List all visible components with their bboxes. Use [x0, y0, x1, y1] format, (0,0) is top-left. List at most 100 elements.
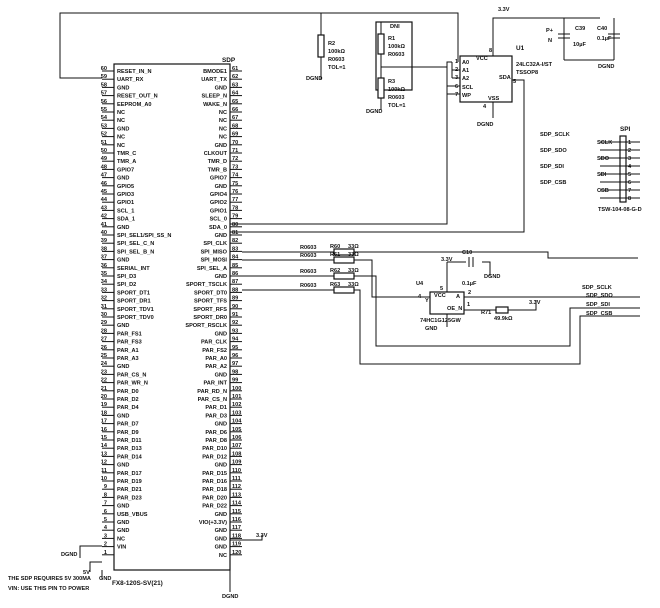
spi-series-resistor-value: 33Ω	[348, 244, 359, 250]
buffer-part: 74HC1G125GW	[420, 318, 461, 324]
eeprom-gnd-label: DGND	[477, 122, 493, 128]
sdp-right-pin-name: CLKOUT	[204, 151, 228, 157]
sdp-right-pin-name: SPI_MOSI	[201, 258, 228, 264]
r3-tolerance: TOL=1	[388, 103, 405, 109]
sdp-right-pin-name: NC	[219, 135, 227, 141]
vio-3v3-label: 3.3V	[256, 533, 268, 539]
header-pin-number: 6	[628, 180, 631, 186]
r1-body	[377, 33, 385, 55]
sdp-left-pin-number: 8	[104, 492, 107, 498]
sdp-left-pin-name: GND	[117, 504, 129, 510]
header-pins: 12345678SDP_SCLKSCLKSDP_SDOSDOSDP_SDISDI…	[540, 132, 640, 202]
sdp-right-pin-name: GPIO2	[210, 200, 227, 206]
cap-wires	[563, 18, 615, 61]
net-csb-wire	[354, 289, 640, 365]
sdp-left-pin-name: NC	[117, 110, 125, 116]
sdp-left-pin-number: 43	[101, 205, 107, 211]
sdp-right-pin-name: GND	[215, 463, 227, 469]
net-sclk-wire	[354, 251, 638, 259]
sdp-left-pin-number: 13	[101, 451, 107, 457]
sdp-right-pin-name: BMODE1	[203, 69, 227, 75]
sdp-left-pin-name: PAR_D9	[117, 430, 139, 436]
sdp-right-pin-number: 94	[232, 337, 239, 343]
header-body	[619, 135, 627, 203]
sdp-right-pin-number: 111	[232, 476, 241, 482]
r3-gnd-label: DGND	[366, 109, 382, 115]
sdp-right-pin-number: 69	[232, 132, 238, 138]
sdp-left-pin-number: 52	[101, 132, 107, 138]
sdp-left-pin-name: SPORT_DT1	[117, 290, 150, 296]
sdp-right-pin-name: NC	[219, 126, 227, 132]
sdp-left-pin-number: 11	[101, 468, 107, 474]
sdp-left-pin-number: 25	[101, 353, 107, 359]
sdp-left-pin-number: 29	[101, 320, 107, 326]
sdp-left-pin-number: 59	[101, 74, 107, 80]
sdp-left-pin-name: GND	[117, 258, 129, 264]
sdp-left-pin-number: 55	[101, 107, 107, 113]
sdp-part-number: FX8-120S-SV(21)	[112, 580, 163, 587]
sdp-left-pin-number: 39	[101, 238, 107, 244]
sdp-right-pin-name: SPORT_RSCLK	[185, 323, 227, 329]
spi-series-resistor-package: R0603	[300, 253, 316, 259]
r71-body	[495, 306, 509, 314]
r1-ref: R1	[388, 36, 395, 42]
buffer-pin-2: 2	[468, 290, 471, 296]
sdp-left-pin-number: 54	[101, 115, 108, 121]
eeprom-pin-vss: VSS	[488, 96, 499, 102]
5v-label: 5V	[83, 570, 90, 576]
sdp-left-pin-number: 49	[101, 156, 107, 162]
sdp-left-pin-name: PAR_D17	[117, 471, 142, 477]
sdp-right-pin-number: 113	[232, 492, 241, 498]
sdp-right-pin-number: 64	[232, 91, 239, 97]
c10-gnd-label: DGND	[484, 274, 500, 280]
eeprom-pin-wp: WP	[462, 93, 471, 99]
sdp-right-pin-name: GND	[215, 528, 227, 534]
sdp-left-pin-name: GPIO7	[117, 167, 134, 173]
sdp-right-pin-name: PAR_D6	[205, 430, 227, 436]
sdp-right-pin-name: PAR_D12	[202, 454, 227, 460]
sdp-right-pin-name: PAR_CLK	[201, 340, 227, 346]
sdp-left-pin-number: 35	[101, 271, 107, 277]
sdp-right-pin-number: 112	[232, 484, 241, 490]
header-pin-label: SCLK	[597, 140, 612, 146]
net-sdo-label: SDP_SDO	[586, 293, 613, 299]
spi-series-resistor-package: R0603	[300, 269, 316, 275]
sdp-right-pin-name: GND	[215, 233, 227, 239]
sdp-left-pin-number: 4	[104, 525, 108, 531]
sdp-right-pin-name: UART_TX	[201, 77, 227, 83]
buffer-pin-a: A	[456, 294, 460, 300]
sdp-right-pin-number: 96	[232, 353, 238, 359]
net-sdo-wire	[354, 259, 640, 298]
sdp-left-pin-number: 7	[104, 501, 107, 507]
left-gnd-label: DGND	[61, 552, 77, 558]
header-signal-label: SDP_SCLK	[540, 132, 570, 138]
c39-ref: C39	[575, 26, 585, 32]
header-pin-number: 1	[628, 140, 631, 146]
sdp-left-pin-number: 56	[101, 99, 107, 105]
sdp-right-pin-name: GND	[215, 143, 227, 149]
sdp-right-pin-number: 110	[232, 468, 241, 474]
net-sdi-label: SDP_SDI	[586, 302, 610, 308]
sdp-left-pin-name: GND	[117, 126, 129, 132]
eeprom-pin-sda: SDA	[499, 75, 511, 81]
sdp-right-pin-name: SPORT_RFS	[193, 307, 227, 313]
c39-plus: P+	[546, 28, 554, 34]
sdp-left-pin-number: 31	[101, 304, 107, 310]
sdp-left-pin-number: 21	[101, 386, 107, 392]
buffer-gnd-label: GND	[425, 326, 437, 332]
sdp-left-pin-name: TMR_A	[117, 159, 136, 165]
sdp-left-pin-name: SCL_1	[117, 208, 134, 214]
sdp-left-pin-name: SPI_SEL_C_N	[117, 241, 154, 247]
sdp-left-pin-number: 44	[101, 197, 108, 203]
sdp-left-pin-name: NC	[117, 143, 125, 149]
sdp-left-pin-number: 37	[101, 255, 107, 261]
sdp-right-pin-number: 66	[232, 107, 238, 113]
sdp-left-pin-number: 34	[101, 279, 108, 285]
header-pin-label: SDO	[597, 156, 610, 162]
sdp-right-pin-name: SCL_0	[210, 217, 227, 223]
sdp-right-pin-name: GND	[215, 372, 227, 378]
i2c-wires	[230, 79, 525, 233]
buffer-3v3-label: 3.3V	[441, 257, 453, 263]
sdp-right-pin-name: SDA_0	[209, 225, 227, 231]
